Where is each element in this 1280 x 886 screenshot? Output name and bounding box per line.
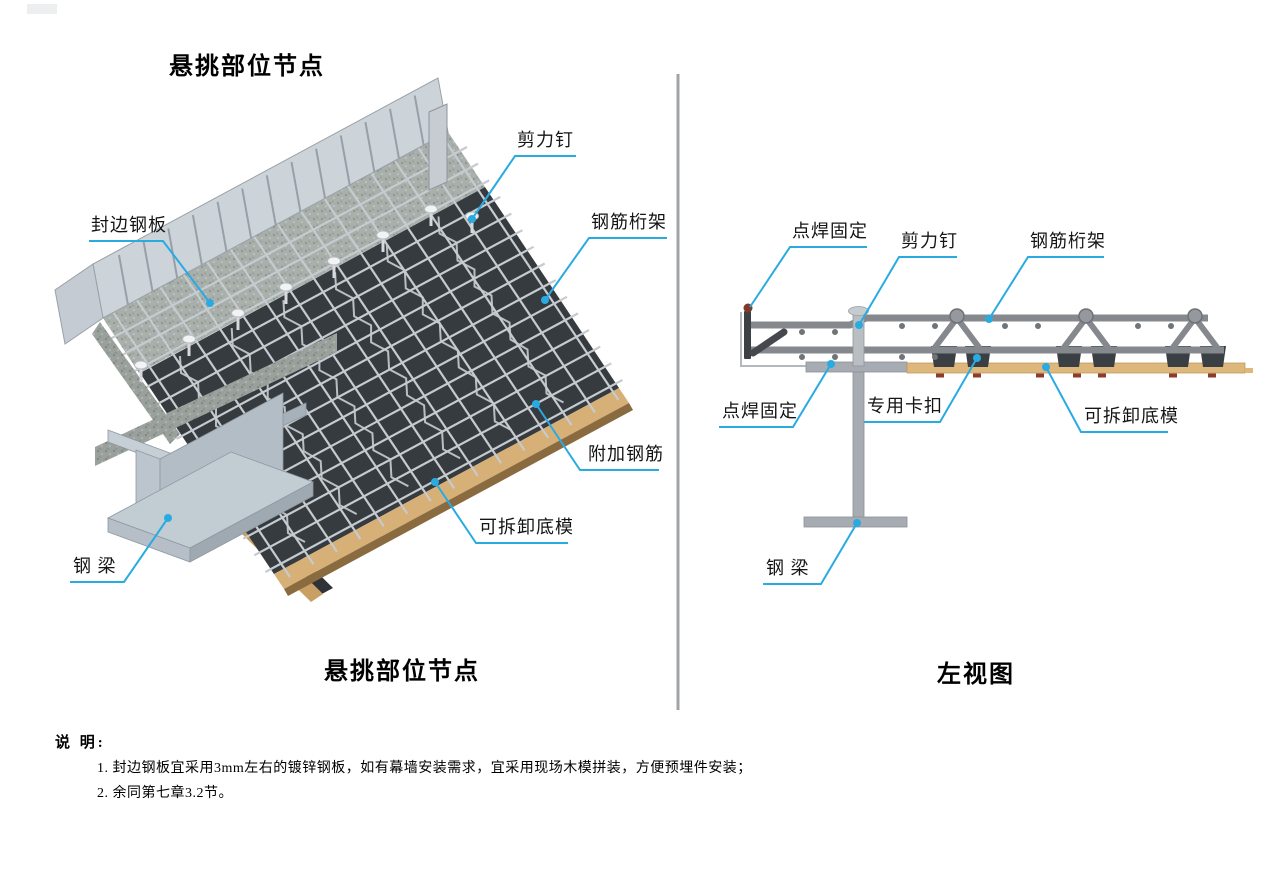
fastener-mark [1073,373,1081,378]
bar-nub [832,354,838,360]
label-edge-plate: 封边钢板 [91,215,167,235]
leader-dot [973,354,981,362]
page-title: 悬挑部位节点 [169,54,325,80]
truss-leg [954,316,984,352]
edge-vertical-bar [744,311,751,359]
label-removable-form-right: 可拆卸底模 [1084,406,1179,426]
leader-special-clip [864,357,978,423]
closure-plate-outline [740,312,806,367]
label-shear-stud-right: 剪力钉 [901,231,958,251]
concrete-front-face [95,333,337,466]
bottom-form-edge [274,388,629,589]
shear-stud-head [848,306,869,316]
bar-nub [832,329,838,335]
leader-dot [206,299,214,307]
leader-removable-form-l [434,481,568,544]
bottom-form-shadow [284,403,633,596]
truss-joint-ball [949,308,965,324]
fastener-mark [1098,373,1106,378]
chord-nubs [799,323,1174,360]
truss-leg [1083,316,1113,352]
notes-block: 说 明: 1. 封边钢板宜采用3mm左右的镀锌钢板，如有幕墙安装需求，宜采用现场… [55,731,752,802]
fastener-mark [1208,373,1216,378]
truss-leg [1168,316,1198,352]
leader-dot [541,296,549,304]
leader-dot [855,321,863,329]
bar-nub [1035,323,1041,329]
leader-shear-stud-r [858,256,957,326]
bar-nub [932,354,938,360]
fastener-mark [973,373,981,378]
leader-rebar-truss-r [988,256,1104,320]
bar-nub [899,354,905,360]
leader-dot [164,514,172,522]
label-special-clip: 专用卡扣 [867,396,943,416]
bent-anchor-bar [749,328,788,357]
leader-dot [985,315,993,323]
bar-nub [1135,323,1141,329]
plank-fasteners [936,373,1216,378]
form-plank-tongue [1245,368,1253,373]
label-steel-beam-right: 钢 梁 [766,558,810,578]
bar-nub [799,354,805,360]
label-spot-weld-bottom: 点焊固定 [722,401,798,421]
fastener-mark [936,373,944,378]
leader-dots [164,215,1050,527]
beam-web [852,371,865,520]
leader-steel-beam-r [763,522,858,585]
label-rebar-truss-right: 钢筋桁架 [1030,231,1106,251]
bar-nub [799,329,805,335]
note-line-1: 1. 封边钢板宜采用3mm左右的镀锌钢板，如有幕墙安装需求，宜采用现场木模拼装，… [97,761,752,776]
leader-lines [70,155,1168,585]
caption-iso-view: 悬挑部位节点 [324,659,480,685]
label-spot-weld-top: 点焊固定 [792,221,868,241]
leader-removable-form-r [1045,366,1168,433]
leader-dot [532,400,540,408]
leader-dot [431,478,439,486]
label-steel-beam-left: 钢 梁 [73,556,117,576]
concrete-west-face [92,322,180,444]
label-additional-rebar: 附加钢筋 [588,444,664,464]
truss-leg [1192,316,1222,352]
scan-artifact [27,4,57,14]
truss-leg [1059,316,1089,352]
leader-shear-stud-l [471,155,576,220]
bar-nub [1168,323,1174,329]
iso-view [54,77,633,602]
label-shear-stud-left: 剪力钉 [517,130,574,150]
label-removable-form-left: 可拆卸底模 [479,517,574,537]
leader-rebar-truss-l [544,237,667,301]
truss-frames [930,316,1222,352]
leader-additional-rebar [535,403,659,471]
note-line-2: 2. 余同第七章3.2节。 [97,786,233,801]
bar-nub [1002,323,1008,329]
leader-dot [1042,363,1050,371]
bar-nub [932,323,938,329]
leader-dot [468,215,476,223]
leader-steel-beam-l [70,517,169,583]
edge-plate-corner [428,103,448,191]
edge-plate-return [54,263,104,345]
leader-dot [853,519,861,527]
truss-joint-ball [1078,308,1094,324]
fastener-mark [1169,373,1177,378]
label-rebar-truss-left: 钢筋桁架 [591,212,667,232]
bar-nub [899,323,905,329]
fastener-mark [1036,373,1044,378]
leader-spot-weld-top [749,246,867,308]
truss-leg [930,316,960,352]
beam-bottom-flange-side [189,481,314,563]
leader-dot [827,360,835,368]
notes-heading: 说 明: [55,735,106,751]
steel-beam-iso [107,392,314,563]
leader-edge-plate [89,240,211,304]
leader-spot-weld-bottom [719,363,832,428]
caption-side-view: 左视图 [937,662,1015,688]
truss-joint-ball [1187,308,1203,324]
